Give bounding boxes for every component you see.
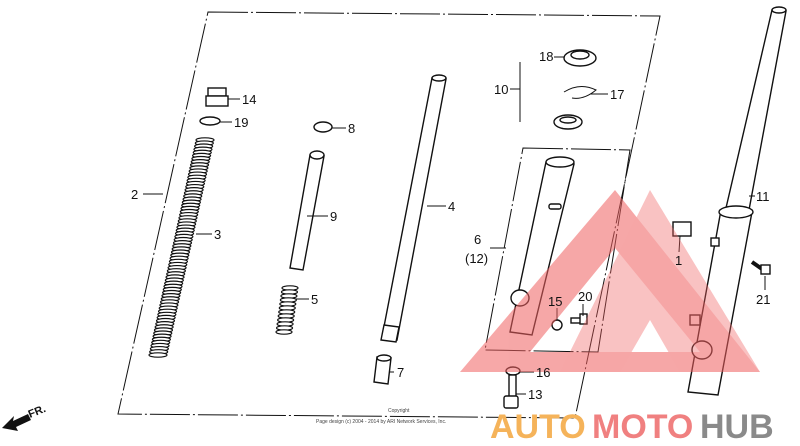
watermark-auto: AUTO — [490, 408, 586, 446]
spring-coil — [148, 352, 168, 358]
label-20: 20 — [578, 289, 592, 304]
watermark-hub: HUB — [700, 408, 774, 446]
copyright-heading: Copyright — [388, 408, 410, 414]
label-9: 9 — [330, 209, 337, 224]
label-19: 19 — [234, 115, 248, 130]
label-14: 14 — [242, 92, 256, 107]
label-13: 13 — [528, 387, 542, 402]
label-2: 2 — [131, 187, 138, 202]
part-7-bushing — [373, 354, 392, 385]
label-17: 17 — [610, 87, 624, 102]
label-10: 10 — [494, 82, 508, 97]
part-8-piece — [313, 121, 333, 133]
assembly-frame — [117, 11, 661, 419]
part-1-clamp — [672, 221, 692, 237]
label-8: 8 — [348, 121, 355, 136]
label-1: 1 — [675, 253, 682, 268]
part-10-oil-seal — [553, 114, 583, 130]
part-18-dust-seal — [563, 49, 597, 67]
part-14-bolt — [205, 87, 229, 107]
part-13-bolt — [503, 374, 519, 409]
watermark-moto: MOTO — [592, 408, 693, 446]
label-5: 5 — [311, 292, 318, 307]
label-16: 16 — [536, 365, 550, 380]
part-4-inner-tube — [380, 74, 447, 343]
watermark-triangle-inner — [560, 190, 760, 372]
label-18: 18 — [539, 49, 553, 64]
label-4: 4 — [448, 199, 455, 214]
spring-coil — [275, 329, 293, 335]
direction-label: FR. — [27, 403, 48, 421]
part-19-washer — [199, 116, 221, 126]
part-3-spring — [148, 137, 215, 358]
label-3: 3 — [214, 227, 221, 242]
label-6: 6 — [474, 232, 481, 247]
label-7: 7 — [397, 365, 404, 380]
label-21: 21 — [756, 292, 770, 307]
label-12: (12) — [465, 251, 488, 266]
label-15: 15 — [548, 294, 562, 309]
part-21-bolt — [750, 260, 771, 275]
part-5-spring — [275, 285, 299, 335]
front-direction-arrow-icon: FR. — [2, 403, 48, 431]
watermark-logo — [460, 190, 760, 372]
part-9-rod — [289, 150, 325, 271]
copyright-text: Page design (c) 2004 - 2014 by ARI Netwo… — [316, 419, 446, 425]
watermark-triangle-outer — [460, 190, 760, 372]
part-17-clip — [563, 86, 597, 99]
label-11: 11 — [756, 189, 770, 204]
